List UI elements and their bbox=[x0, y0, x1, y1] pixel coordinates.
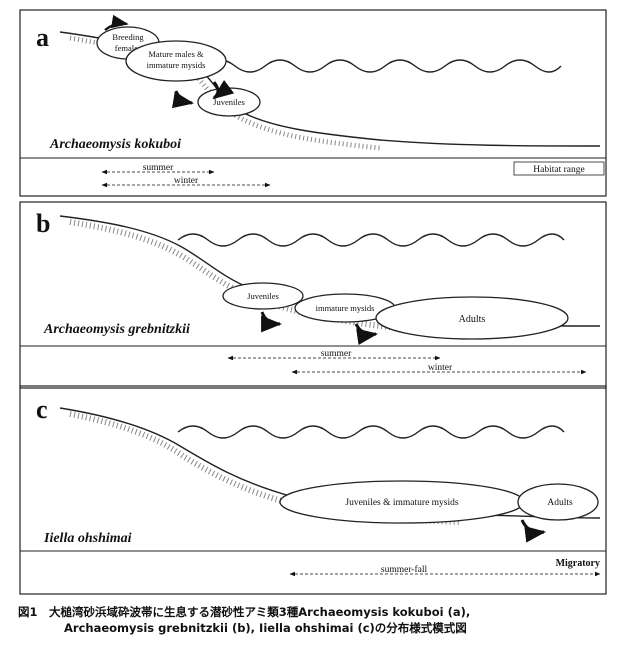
panel-b-group-label: immature mysids bbox=[316, 303, 375, 313]
panel-b-migration-arrow bbox=[260, 311, 283, 333]
panel-b-letter: b bbox=[36, 209, 50, 238]
panel-a-species: Archaeomysis kokuboi bbox=[49, 137, 181, 152]
panel-a-mature-males bbox=[125, 40, 227, 82]
panel-c-range-label: Migratory bbox=[556, 558, 600, 569]
panel-a-frame bbox=[19, 9, 607, 197]
panel-b-group-label: Juveniles bbox=[247, 291, 279, 301]
panel-a-group-label: Juveniles bbox=[213, 97, 245, 107]
panel-a-migration-arrow bbox=[212, 79, 235, 100]
panel-c-season-label: summer-fall bbox=[381, 564, 428, 575]
panel-c-frame bbox=[19, 385, 607, 595]
panel-b: b Juveniles immature mysids Adults Archa… bbox=[19, 201, 607, 389]
panel-c-adults bbox=[517, 483, 599, 521]
figure-caption: 図1 大槌湾砂浜域砕波帯に生息する潜砂性アミ類3種Archaeomysis ko… bbox=[18, 604, 608, 636]
panel-a-winter-label: winter bbox=[174, 176, 199, 186]
panel-a-migration-arrow bbox=[104, 14, 129, 31]
panel-a-range-label: Habitat range bbox=[533, 165, 584, 175]
panel-c-water-surface bbox=[177, 425, 565, 439]
panel-b-frame bbox=[19, 201, 607, 389]
panel-a-summer-label: summer bbox=[143, 163, 174, 173]
caption-line-1: 図1 大槌湾砂浜域砕波帯に生息する潜砂性アミ類3種Archaeomysis ko… bbox=[18, 605, 471, 619]
caption-line-2: Archaeomysis grebnitzkii (b), Iiella ohs… bbox=[64, 621, 467, 635]
panel-b-water-surface bbox=[177, 233, 565, 247]
panel-a-water-surface bbox=[204, 59, 562, 73]
panel-b-group-label: Adults bbox=[459, 314, 486, 325]
panel-c-migration-arrow bbox=[520, 519, 547, 543]
panel-b-adults bbox=[375, 296, 569, 340]
panel-c: c Juveniles & immature mysids Adults Iie… bbox=[19, 385, 607, 595]
panel-c-group-label: Juveniles & immature mysids bbox=[345, 498, 459, 508]
panel-c-letter: c bbox=[36, 395, 48, 424]
panel-a-group-label: Mature males &immature mysids bbox=[147, 49, 206, 70]
panel-b-juveniles bbox=[222, 282, 304, 310]
panel-c-species: Iiella ohshimai bbox=[43, 531, 132, 546]
panel-b-migration-arrow bbox=[354, 323, 379, 345]
panel-a-migration-arrow bbox=[171, 90, 195, 109]
panel-c-group-label: Adults bbox=[547, 498, 573, 508]
panel-a-sand-stipple bbox=[69, 35, 381, 151]
panel-b-summer-label: summer bbox=[321, 349, 352, 359]
panel-b-winter-label: winter bbox=[428, 363, 453, 373]
panel-b-species: Archaeomysis grebnitzkii bbox=[43, 322, 190, 337]
panel-a-letter: a bbox=[36, 23, 49, 52]
panel-a-range-box bbox=[513, 161, 605, 176]
